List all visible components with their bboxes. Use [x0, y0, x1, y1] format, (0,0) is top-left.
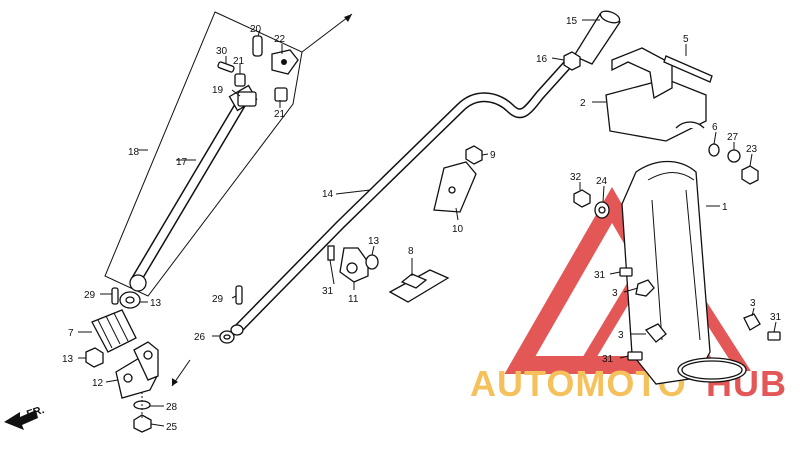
callout-24: 24: [596, 176, 608, 187]
callout-20: 20: [250, 24, 262, 35]
callout-23: 23: [746, 144, 758, 155]
bracket-12: [115, 341, 159, 399]
callout-10: 10: [452, 224, 464, 235]
bolt-31b: [619, 267, 633, 277]
cover-10: [433, 161, 477, 213]
band-5: [663, 55, 713, 83]
clip-3c: [743, 313, 761, 331]
callout-2: 2: [580, 98, 586, 109]
leader-lines: [78, 19, 777, 427]
cap-6: [708, 143, 720, 157]
callout-9: 9: [490, 150, 496, 161]
rod-17: [129, 84, 258, 292]
callout-13b: 13: [150, 298, 162, 309]
callout-21a: 21: [233, 56, 245, 67]
bolt-32: [573, 189, 591, 208]
nut-25: [133, 414, 152, 433]
bushing-21b: [274, 87, 288, 102]
callout-31a: 31: [322, 286, 334, 297]
bracket-2: [605, 47, 707, 142]
callout-14: 14: [322, 189, 334, 200]
callout-labels: 20 30 21 22 19 21 18 17 29 13 7 13 12 28…: [62, 16, 782, 433]
callout-28: 28: [166, 402, 178, 413]
callout-8: 8: [408, 246, 414, 257]
callout-13c: 13: [62, 354, 74, 365]
callout-30: 30: [216, 46, 228, 57]
callout-11: 11: [348, 294, 359, 305]
washer-27: [727, 149, 741, 163]
callout-22: 22: [274, 34, 286, 45]
bolt-31a: [327, 245, 335, 261]
callout-26: 26: [194, 332, 206, 343]
callout-19: 19: [212, 85, 224, 96]
washer-24: [594, 201, 610, 219]
nut-13c: [85, 347, 104, 368]
callout-25: 25: [166, 422, 178, 433]
joint-19: [237, 91, 257, 107]
callout-29a: 29: [84, 290, 96, 301]
clip-3a: [635, 279, 655, 297]
ring-clamp: [677, 357, 747, 383]
callout-31b: 31: [594, 270, 606, 281]
callout-31d: 31: [602, 354, 614, 365]
clamp-11: [339, 247, 369, 283]
clip-3b: [644, 323, 667, 343]
callout-3b: 3: [618, 330, 624, 341]
callout-3a: 3: [612, 288, 618, 299]
callout-6: 6: [712, 122, 718, 133]
bolt-31c: [767, 331, 781, 341]
callout-21b: 21: [274, 109, 286, 120]
bolt-31d: [627, 351, 643, 361]
collar-13b: [119, 291, 141, 309]
callout-16: 16: [536, 54, 548, 65]
callout-29b: 29: [212, 294, 224, 305]
pin-29a: [111, 287, 119, 305]
pin-30: [217, 61, 235, 73]
nut-13a: [365, 254, 379, 270]
nut-9: [465, 145, 483, 165]
bushing-21a: [234, 73, 246, 87]
callout-17: 17: [176, 157, 188, 168]
callout-27: 27: [727, 132, 739, 143]
assembly-outline: [104, 11, 303, 297]
callout-15: 15: [566, 16, 578, 27]
callout-3c: 3: [750, 298, 756, 309]
bushing-20: [252, 35, 263, 57]
grip-15: [573, 10, 621, 65]
front-direction-arrow: FR.: [4, 404, 46, 430]
callout-5: 5: [683, 34, 689, 45]
clip-22: [271, 49, 299, 75]
callout-18: 18: [128, 147, 140, 158]
callout-7: 7: [68, 328, 74, 339]
callout-1: 1: [722, 202, 728, 213]
tube-14: [230, 59, 573, 336]
bracket-8: [388, 269, 450, 303]
callout-12: 12: [92, 378, 104, 389]
callout-13a: 13: [368, 236, 380, 247]
boot-7: [91, 309, 137, 353]
callout-31c: 31: [770, 312, 782, 323]
washer-26: [219, 330, 235, 344]
callout-32: 32: [570, 172, 582, 183]
nut-23: [741, 165, 759, 185]
nut-16: [563, 51, 581, 71]
pin-29b: [235, 285, 243, 305]
housing-1: [621, 160, 711, 385]
front-direction-label: FR.: [25, 404, 46, 421]
